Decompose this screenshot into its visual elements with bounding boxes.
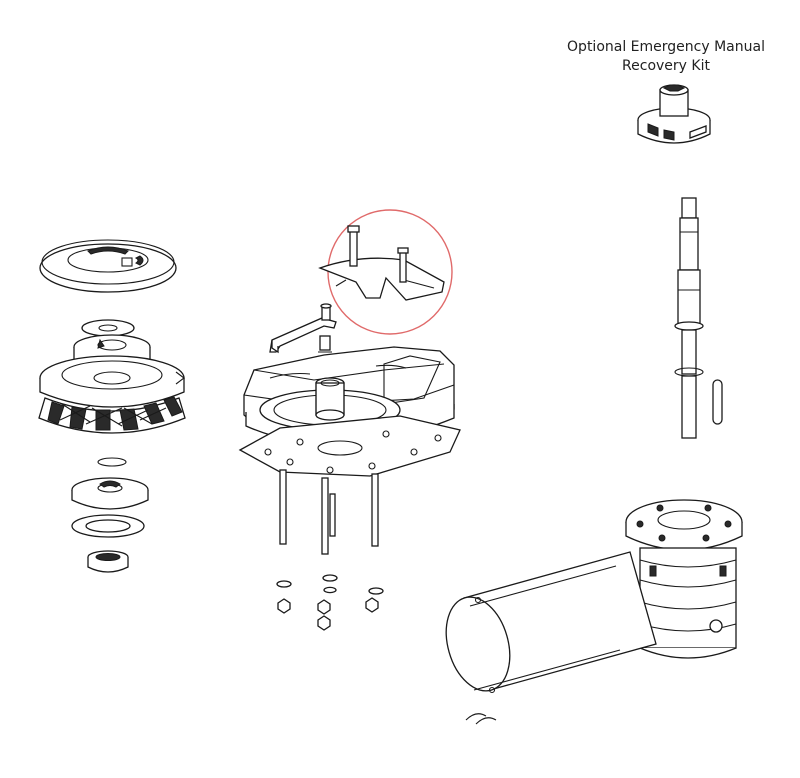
chain-teeth <box>38 396 186 434</box>
oil-seal <box>87 550 129 573</box>
electric-motor <box>445 551 657 725</box>
main-shaft <box>674 197 704 439</box>
gypsy-wheel <box>39 355 185 408</box>
chain-stripper-highlight <box>318 209 453 335</box>
top-cap <box>39 239 177 293</box>
manual-recovery-kit <box>637 84 711 144</box>
gearbox-flange <box>625 499 743 551</box>
washers-and-nuts <box>276 574 384 631</box>
stud-bolts <box>279 469 379 555</box>
optional-kit-label: Optional Emergency Manual Recovery Kit <box>560 38 772 76</box>
flat-washer <box>71 514 145 538</box>
washer-top <box>81 319 135 337</box>
shaft-key <box>712 379 723 425</box>
bearing-bush <box>71 477 149 510</box>
base-gasket <box>238 415 461 477</box>
clutch-lever <box>269 303 337 354</box>
shaft-collar <box>315 377 345 421</box>
kit-label-line-1: Optional Emergency Manual <box>567 39 765 55</box>
gearbox-body <box>639 547 737 659</box>
circlip <box>97 457 127 467</box>
kit-label-line-2: Recovery Kit <box>622 58 710 74</box>
